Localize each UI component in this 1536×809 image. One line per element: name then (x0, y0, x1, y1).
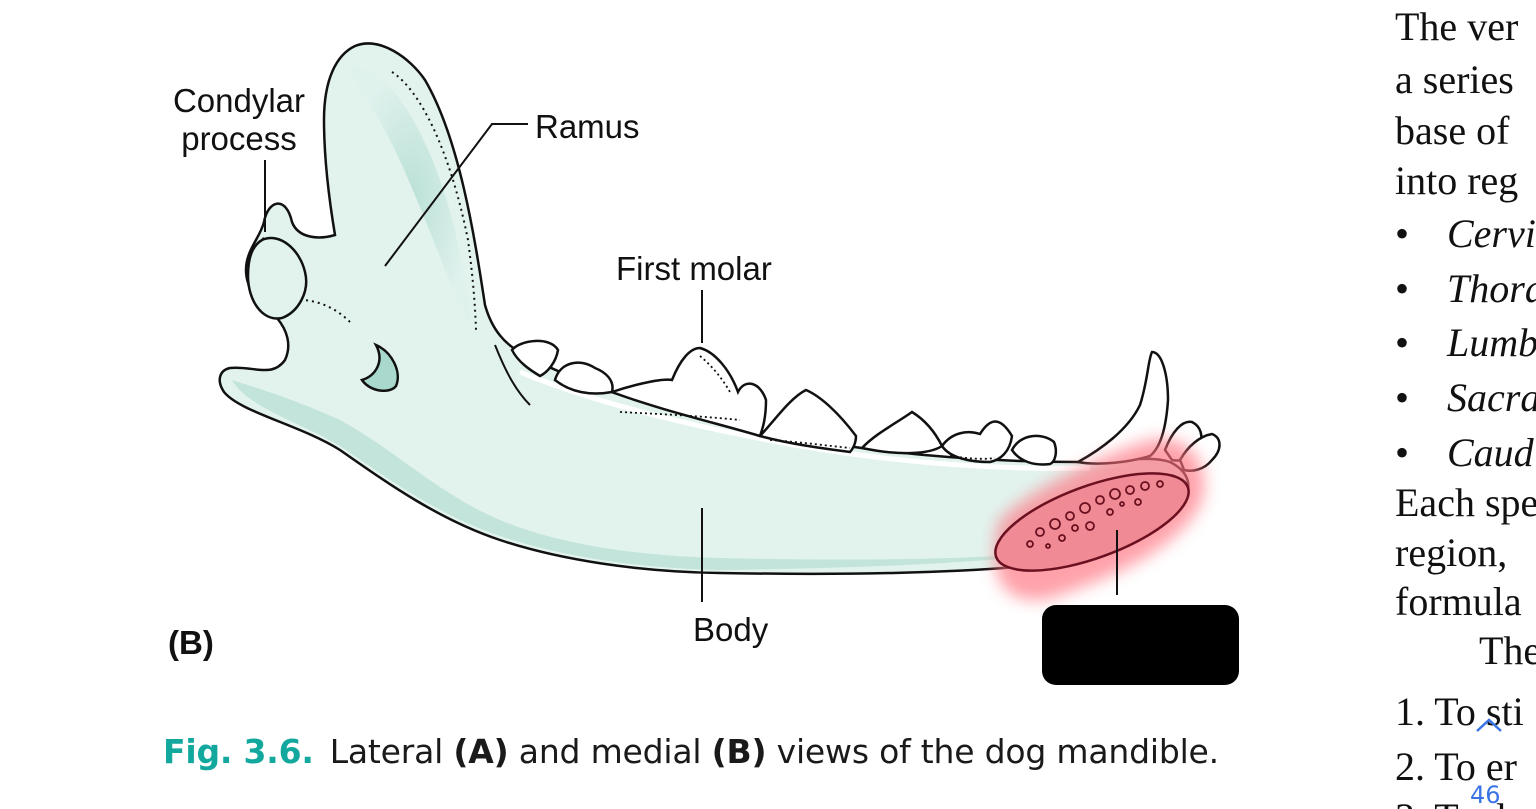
label-condylar-process: Condylar process (172, 82, 306, 157)
bullet-item: Cervi (1447, 211, 1536, 256)
bullet-dot: • (1395, 375, 1410, 420)
item-text: To d (1434, 795, 1506, 809)
caption-text-1: Lateral (329, 732, 454, 771)
text-line: a series (1395, 57, 1514, 102)
item-text: To sti (1434, 689, 1524, 734)
label-body: Body (693, 611, 769, 648)
text-line: base of (1395, 108, 1510, 153)
item-number: 3. (1395, 795, 1425, 809)
text-line: region, (1395, 530, 1508, 575)
panel-label: (B) (168, 624, 214, 661)
text-line: into reg (1395, 158, 1519, 203)
bullet-dot: • (1395, 266, 1410, 311)
caption-fig-number: Fig. 3.6. (163, 732, 314, 771)
bullet-dot: • (1395, 211, 1410, 256)
item-text: To er (1434, 744, 1517, 789)
caption-text-2: and medial (508, 732, 712, 771)
caption-b: (B) (711, 732, 767, 771)
item-number: 1. (1395, 689, 1425, 734)
text-line: Each spe (1395, 480, 1536, 525)
text-line-indented: The (1479, 628, 1536, 673)
leader-lines (264, 123, 1118, 602)
page-number: 46 (1470, 781, 1501, 809)
text-line: formula (1395, 579, 1522, 624)
redaction-box (1042, 605, 1239, 685)
bullet-item: Sacra (1447, 375, 1536, 420)
bullet-item: Thora (1447, 266, 1536, 311)
numbered-item: 3. To d (1395, 794, 1506, 809)
caption-text-3: views of the dog mandible. (766, 732, 1220, 771)
label-first-molar: First molar (616, 250, 772, 287)
bullet-dot: • (1395, 320, 1410, 365)
mandibular-foramen (360, 342, 399, 393)
numbered-item: 1. To sti (1395, 688, 1524, 735)
caption-a: (A) (453, 732, 509, 771)
item-number: 2. (1395, 744, 1425, 789)
bullet-item: Caud (1447, 430, 1534, 475)
text-line: The ver (1395, 4, 1519, 49)
body-text-column: The ver a series base of into reg • Cerv… (1395, 0, 1536, 809)
chevron-up-icon (1476, 718, 1502, 732)
mandible-figure: Condylar process Ramus First molar Body … (163, 42, 1239, 771)
page-up-button[interactable] (1474, 716, 1504, 739)
numbered-item: 2. To er (1395, 743, 1517, 790)
label-ramus: Ramus (535, 108, 640, 145)
bullet-dot: • (1395, 430, 1410, 475)
teeth (510, 339, 1221, 472)
figure-caption: Fig. 3.6. Lateral (A) and medial (B) view… (163, 732, 1219, 771)
mandible-illustration (218, 42, 1221, 602)
bullet-item: Lumb (1447, 320, 1536, 365)
